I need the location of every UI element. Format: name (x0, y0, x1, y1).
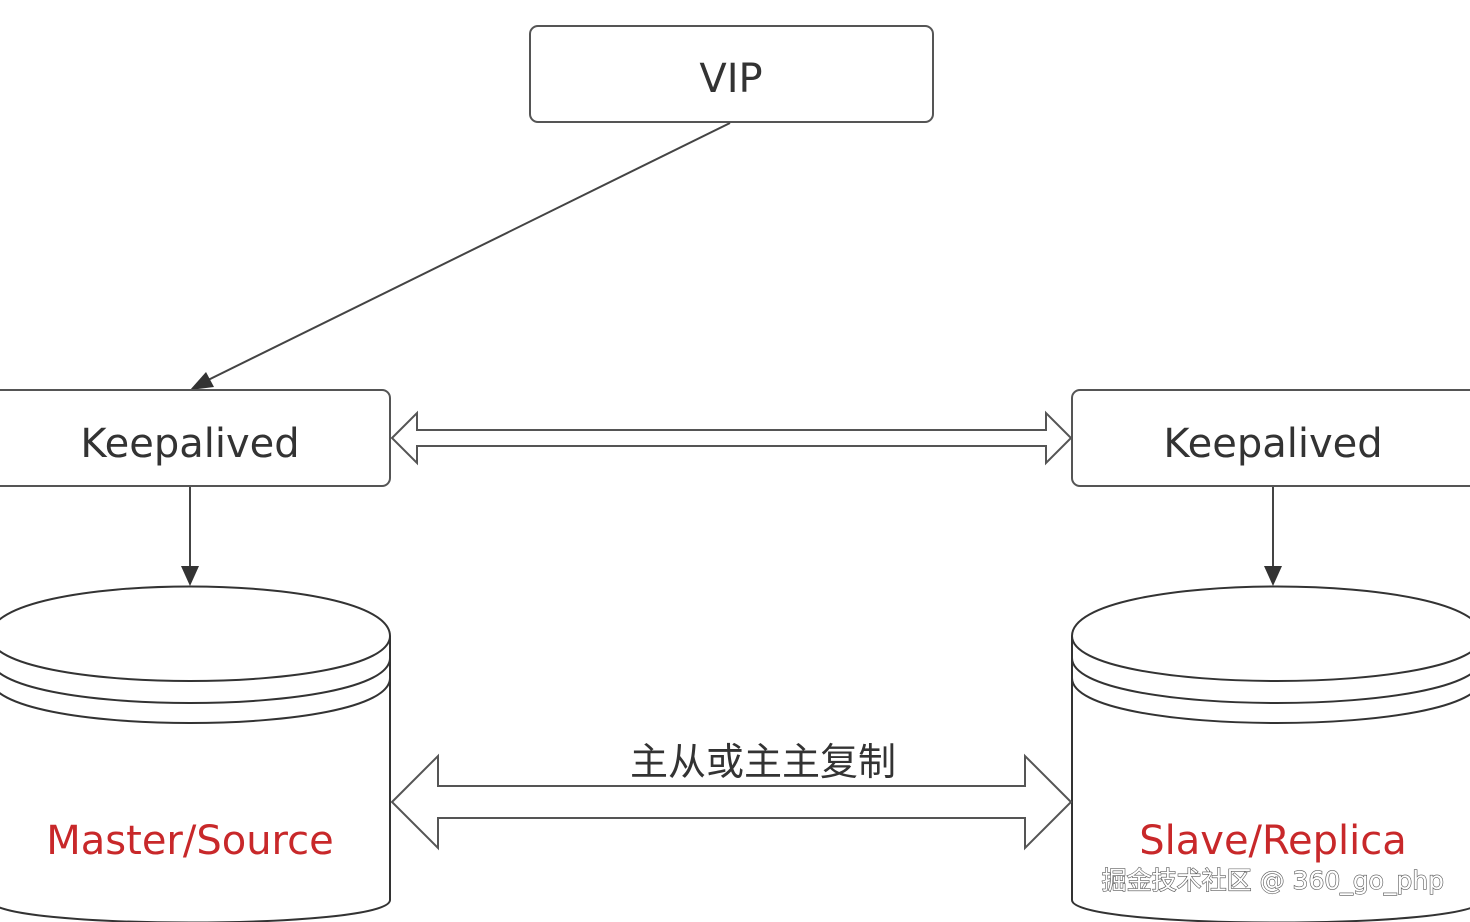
keepalived-right-node: Keepalived (1071, 389, 1470, 487)
vip-to-keepalived-edge (190, 122, 731, 390)
watermark-text: 掘金技术社区 @ 360_go_php (1102, 866, 1444, 895)
db-slave-label: Slave/Replica (1139, 818, 1407, 864)
db-master-label: Master/Source (46, 818, 333, 864)
keepalived-left-label: Keepalived (80, 421, 299, 467)
arrow-head-icon (181, 566, 199, 586)
arrow-head-icon (190, 372, 214, 390)
db-master-cylinder: Master/Source (0, 585, 391, 922)
keepalived-right-label: Keepalived (1163, 421, 1382, 467)
db-slave-cylinder: Slave/Replica (1071, 585, 1470, 922)
replication-double-arrow (390, 753, 1073, 851)
keepalived-left-to-master-edge (181, 487, 199, 586)
replication-label: 主从或主主复制 (630, 740, 896, 784)
keepalived-left-node: Keepalived (0, 389, 391, 487)
vip-label: VIP (699, 56, 762, 102)
keepalived-right-to-slave-edge (1264, 487, 1282, 586)
arrow-head-icon (1264, 566, 1282, 586)
heartbeat-double-arrow (390, 410, 1073, 466)
vip-node: VIP (529, 25, 934, 123)
